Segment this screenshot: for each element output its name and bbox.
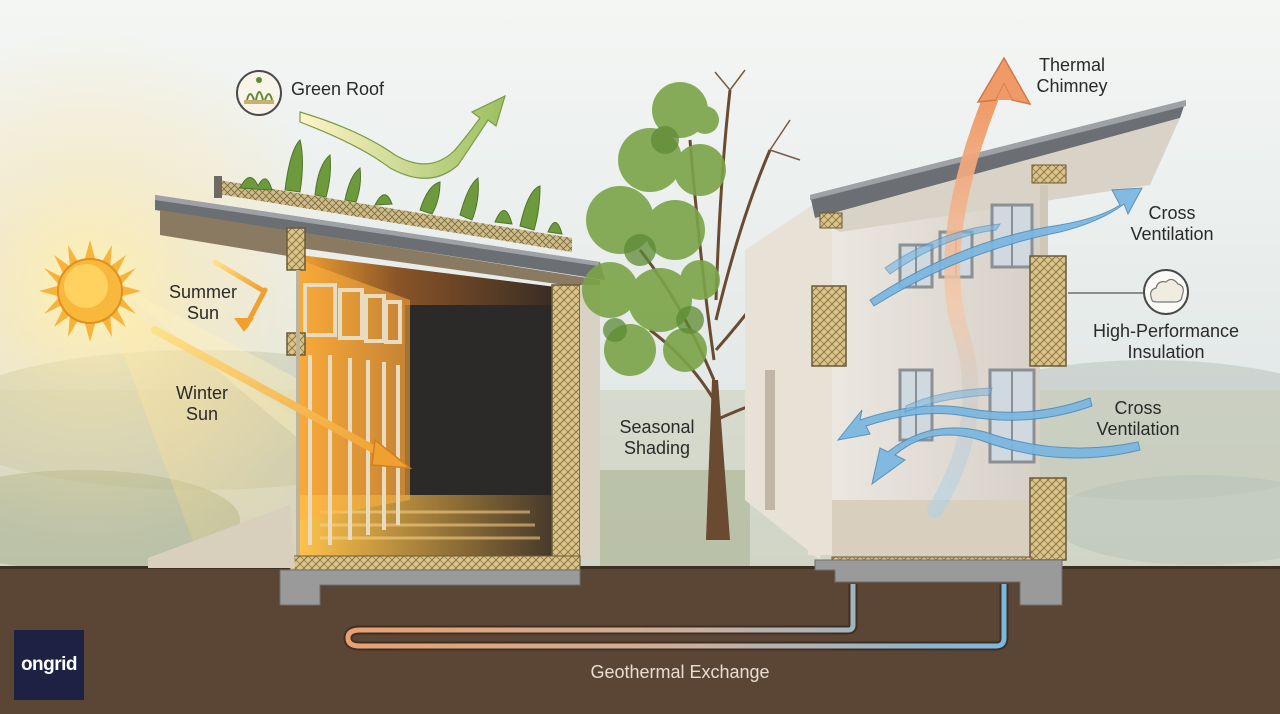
green-roof-arrow	[299, 94, 506, 179]
label-winter-sun-line1: Winter	[175, 383, 228, 403]
label-cross-ventilation-bottom-line2: Ventilation	[1096, 419, 1180, 439]
label-geothermal-exchange: Geothermal Exchange	[590, 662, 770, 682]
right-house	[745, 100, 1186, 606]
label-insulation-line2: Insulation	[1127, 342, 1205, 362]
label-winter-sun-line2: Sun	[185, 404, 219, 424]
label-thermal-chimney-line1: Thermal	[1038, 55, 1105, 75]
label-seasonal-shading: Seasonal Shading	[610, 417, 704, 459]
summer-sun-arrow	[212, 259, 268, 332]
label-cross-ventilation-top-line1: Cross	[1148, 203, 1196, 223]
ongrid-logo: ongrid	[14, 630, 84, 700]
label-cross-ventilation-top: Cross Ventilation	[1120, 203, 1224, 245]
label-high-performance-insulation: High-Performance Insulation	[1082, 321, 1250, 363]
cross-ventilation-bottom-arrows	[836, 387, 1141, 486]
geothermal-pipe	[343, 584, 1009, 651]
cross-ventilation-top-arrows	[869, 187, 1143, 307]
sun-icon	[39, 240, 141, 342]
label-summer-sun: Summer Sun	[158, 282, 248, 324]
label-summer-sun-line2: Sun	[186, 303, 220, 323]
label-green-roof: Green Roof	[291, 79, 385, 99]
green-roof-icon	[236, 70, 282, 116]
label-cross-ventilation-bottom-line1: Cross	[1114, 398, 1162, 418]
label-insulation-line1: High-Performance	[1092, 321, 1240, 341]
green-roof-plants	[239, 139, 563, 235]
label-seasonal-shading-line1: Seasonal	[619, 417, 695, 437]
label-cross-ventilation-top-line2: Ventilation	[1130, 224, 1214, 244]
label-thermal-chimney-line2: Chimney	[1036, 76, 1108, 96]
label-winter-sun: Winter Sun	[160, 383, 244, 425]
insulation-icon	[1068, 269, 1189, 315]
label-summer-sun-line1: Summer	[168, 282, 237, 302]
label-thermal-chimney: Thermal Chimney	[1026, 55, 1118, 97]
label-seasonal-shading-line2: Shading	[623, 438, 691, 458]
label-cross-ventilation-bottom: Cross Ventilation	[1086, 398, 1190, 440]
winter-sun-arrow	[151, 326, 413, 469]
thermal-chimney-arrow	[927, 56, 1032, 518]
